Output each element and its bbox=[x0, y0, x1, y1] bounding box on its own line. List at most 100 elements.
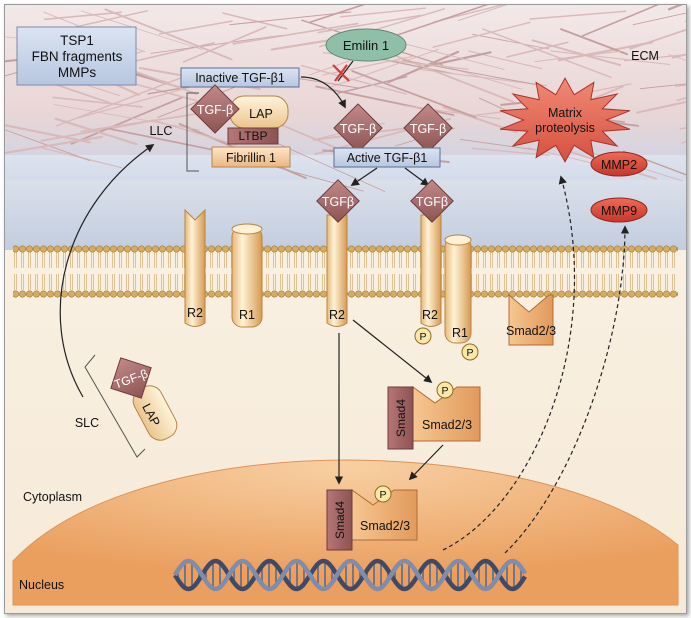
r1-label-complex: R1 bbox=[452, 326, 468, 340]
active-tgf-beta1-label: Active TGF-β1 bbox=[347, 151, 428, 165]
svg-text:P: P bbox=[419, 331, 426, 343]
smad23-cytoplasm-label: Smad2/3 bbox=[422, 418, 472, 432]
r2-label-bound: R2 bbox=[329, 308, 345, 322]
ecm-fiber bbox=[471, 33, 550, 50]
ecm-fiber bbox=[482, 28, 612, 78]
ecm-fiber bbox=[322, 55, 416, 76]
dna-strand bbox=[173, 558, 527, 592]
ecm-label: ECM bbox=[631, 49, 659, 63]
ecm-fiber bbox=[401, 104, 501, 120]
matrix-label: Matrix bbox=[548, 106, 583, 120]
ecm-fiber bbox=[52, 96, 144, 108]
smad4-block-nucleus bbox=[326, 489, 353, 551]
ecm-fiber bbox=[623, 53, 691, 62]
ecm-fiber bbox=[639, 82, 691, 90]
ecm-fiber bbox=[50, 82, 112, 105]
phosphate-smad-cytoplasm bbox=[436, 381, 454, 399]
ecm-fiber bbox=[323, 48, 440, 90]
ecm-fiber bbox=[432, 21, 531, 48]
ecm-fiber bbox=[53, 104, 201, 131]
dna-strand bbox=[173, 558, 527, 592]
emilin-inhibition-line bbox=[337, 60, 354, 82]
ecm-fiber bbox=[471, 147, 550, 156]
mmps-label: MMPs bbox=[58, 65, 96, 80]
inactive-tgf-beta1-box bbox=[180, 67, 300, 88]
ecm-fiber bbox=[423, 51, 492, 68]
mmp2-ellipse: MMP2 bbox=[590, 151, 648, 177]
ecm-fiber bbox=[229, 11, 352, 26]
ecm-fiber bbox=[55, 73, 191, 127]
matrix-proteolysis-starburst: Matrix proteolysis bbox=[499, 77, 631, 163]
mmp9-label: MMP9 bbox=[601, 204, 637, 218]
arrow-to-receptor-complex bbox=[404, 167, 430, 186]
slc-to-llc-arrow bbox=[59, 144, 155, 398]
ecm-fiber bbox=[459, 138, 541, 152]
dna-to-mmp9-dashed-arrow bbox=[504, 225, 630, 554]
smad23-nucleus-label: Smad2/3 bbox=[360, 519, 410, 533]
ecm-fiber bbox=[534, 50, 622, 63]
ecm-fiber bbox=[106, 127, 218, 152]
ecm-fiber bbox=[0, 135, 104, 155]
fibrillin-1-label: Fibrillin 1 bbox=[226, 151, 276, 165]
cytoplasm-label: Cytoplasm bbox=[23, 490, 82, 504]
dna-to-proteolysis-dashed-arrow bbox=[442, 175, 576, 551]
phosphate-smad-nucleus bbox=[374, 485, 392, 503]
ltbp-block bbox=[227, 127, 279, 145]
ecm-fiber bbox=[104, 8, 233, 61]
phosphate-r1-complex: P bbox=[461, 343, 479, 361]
ecm-fiber bbox=[438, 64, 523, 90]
ecm-fiber bbox=[222, 12, 288, 30]
tsp1-fbn-mmps-box: TSP1 FBN fragments MMPs bbox=[16, 26, 137, 86]
smad4-cytoplasm-label: Smad4 bbox=[394, 399, 408, 437]
arrow-to-r2-receptor bbox=[350, 167, 378, 186]
r2-label-complex: R2 bbox=[422, 308, 438, 322]
tgf-beta-active-right-label: TGF-β bbox=[410, 122, 446, 136]
smad4-block-cytoplasm bbox=[387, 386, 414, 450]
ecm-fiber bbox=[158, 20, 233, 35]
mmp2-label: MMP2 bbox=[601, 158, 637, 172]
active-tgf-beta1-box bbox=[333, 147, 441, 168]
ecm-fiber bbox=[317, 14, 421, 34]
svg-text:P: P bbox=[441, 385, 448, 397]
smad-to-nucleus-arrow bbox=[408, 444, 444, 481]
tgf-beta-diamond-complex bbox=[410, 179, 454, 223]
r1-label-left: R1 bbox=[239, 308, 255, 322]
tgf-beta-complex-label: TGFβ bbox=[416, 195, 448, 209]
slc-complex: LAP TGF-β bbox=[84, 354, 178, 458]
tgf-beta-r2-label: TGFβ bbox=[322, 195, 354, 209]
inhibition-cross-icon bbox=[332, 64, 350, 82]
r2-label-left: R2 bbox=[187, 306, 203, 320]
tgf-beta-llc-label: TGF-β bbox=[197, 103, 233, 117]
tgf-beta-diamond-llc bbox=[190, 84, 240, 134]
ltbp-label: LTBP bbox=[238, 129, 267, 143]
llc-label: LLC bbox=[150, 124, 173, 138]
ecm-fiber bbox=[531, 39, 622, 67]
proteolysis-label: proteolysis bbox=[535, 121, 595, 135]
ecm-fiber bbox=[559, 28, 629, 56]
svg-text:P: P bbox=[379, 489, 386, 501]
smad4-nucleus-label: Smad4 bbox=[333, 501, 347, 539]
ecm-fiber bbox=[632, 11, 691, 26]
r2-receptor-unbound: R2 bbox=[184, 208, 206, 327]
r1-receptor-unbound: R1 bbox=[231, 223, 263, 328]
ecm-fiber bbox=[340, 7, 427, 18]
ecm-fiber bbox=[80, 10, 203, 51]
ecm-fiber bbox=[150, 34, 282, 54]
ecm-fiber bbox=[550, 50, 671, 66]
ecm-fiber bbox=[0, 127, 91, 162]
r2-r1-receptor-complex: R2 R1 bbox=[420, 214, 472, 344]
ecm-fiber bbox=[394, 40, 505, 70]
smad23-free: Smad2/3 bbox=[506, 293, 556, 346]
smad-complex-cytoplasm: Smad4 Smad2/3 P bbox=[387, 381, 481, 450]
ecm-fiber bbox=[457, 0, 523, 22]
ecm-fiber bbox=[70, 96, 183, 145]
ecm-fiber bbox=[581, 0, 668, 37]
inactive-tgf-beta1-label: Inactive TGF-β1 bbox=[195, 71, 285, 85]
ecm-fiber bbox=[182, 26, 267, 63]
ecm-fiber bbox=[80, 112, 201, 133]
mmp9-ellipse: MMP9 bbox=[590, 197, 648, 223]
ecm-fiber bbox=[529, 10, 627, 20]
tgf-beta-diamond-r2 bbox=[316, 179, 360, 223]
receptor-to-smad-arrow bbox=[352, 319, 433, 384]
